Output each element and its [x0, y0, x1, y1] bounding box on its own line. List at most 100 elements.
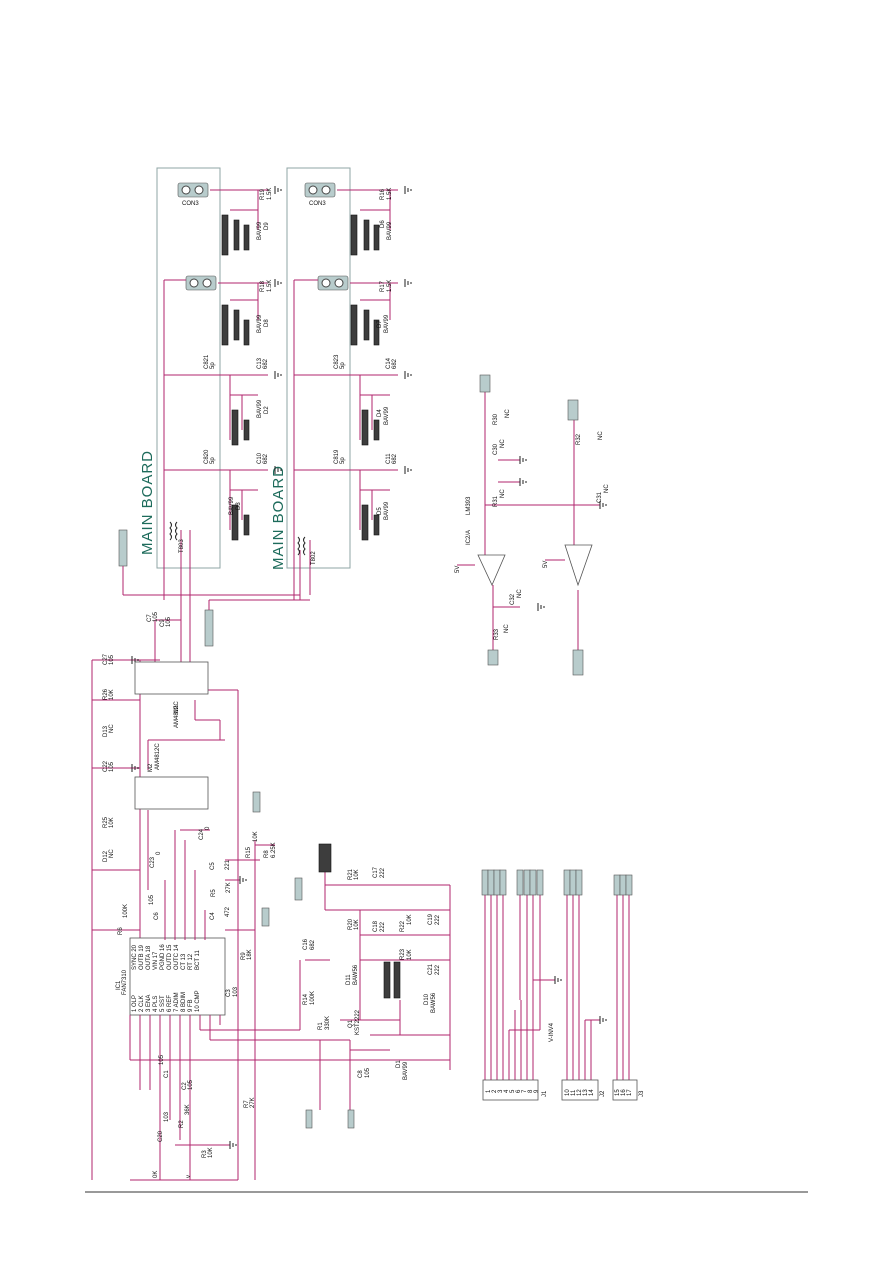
svg-text:16: 16 — [621, 1089, 627, 1096]
c1-part-4 — [221, 304, 229, 346]
connector-tags — [481, 869, 633, 896]
svg-text:R21: R21 — [348, 868, 354, 880]
svg-text:C823: C823 — [334, 354, 340, 369]
svg-text:BAV99: BAV99 — [384, 406, 390, 425]
svg-text:Q1: Q1 — [348, 1019, 354, 1028]
svg-text:27K: 27K — [250, 1097, 256, 1108]
svg-text:1.5K: 1.5K — [267, 188, 273, 200]
svg-text:C3: C3 — [226, 989, 232, 997]
svg-text:C23: C23 — [150, 856, 156, 868]
svg-text:5p: 5p — [340, 362, 346, 369]
lamp-tag-1 — [118, 529, 128, 567]
svg-text:18K: 18K — [247, 949, 253, 960]
svg-text:V-INV4: V-INV4 — [549, 1022, 555, 1042]
svg-text:0: 0 — [156, 851, 162, 855]
svg-text:NC: NC — [517, 589, 523, 598]
svg-text:15: 15 — [615, 1089, 621, 1096]
tag-out — [572, 649, 584, 676]
svg-text:1: 1 — [486, 1089, 492, 1093]
svg-text:T802: T802 — [311, 551, 317, 565]
controller-fan7310 — [129, 937, 226, 1016]
svg-text:C2: C2 — [182, 1082, 188, 1090]
svg-text:222: 222 — [380, 921, 386, 932]
main-board-frame-1 — [156, 167, 221, 569]
svg-text:D6: D6 — [380, 220, 386, 228]
svg-text:D7: D7 — [377, 320, 383, 328]
tag-r15 — [252, 791, 261, 813]
svg-text:6: 6 — [516, 1089, 522, 1093]
svg-text:R32: R32 — [576, 433, 582, 445]
svg-text:682: 682 — [263, 453, 269, 464]
bridge-labels: C27 105 C7 105 C9 105 R26 10K D13 NC M1 … — [103, 611, 211, 868]
svg-text:BCT 11: BCT 11 — [195, 950, 201, 970]
svg-text:100K: 100K — [123, 904, 129, 918]
connector-wiring — [484, 895, 630, 1080]
c2-part-6 — [373, 319, 380, 346]
connector-j1 — [482, 1079, 539, 1101]
svg-text:105: 105 — [109, 654, 115, 665]
svg-text:R14: R14 — [303, 993, 309, 1005]
transformer-t803 — [169, 521, 178, 541]
controller-part-2 — [383, 961, 391, 999]
svg-text:R8: R8 — [264, 850, 270, 858]
svg-text:R26: R26 — [103, 688, 109, 700]
svg-text:12: 12 — [577, 1089, 583, 1096]
svg-text:J3: J3 — [639, 1090, 645, 1097]
svg-text:BAV99: BAV99 — [384, 501, 390, 520]
c2-part-10 — [373, 514, 380, 536]
svg-text:C30: C30 — [493, 443, 499, 455]
svg-text:R31: R31 — [493, 495, 499, 507]
svg-text:R30: R30 — [493, 413, 499, 425]
svg-text:R20: R20 — [348, 918, 354, 930]
svg-text:C11: C11 — [386, 453, 392, 464]
con3-label-1: CON3 — [182, 201, 199, 207]
svg-text:682: 682 — [310, 939, 316, 950]
svg-text:R22: R22 — [400, 920, 406, 932]
main-board-title-2: MAIN BOARD — [270, 465, 287, 570]
svg-text:8 BDIM: 8 BDIM — [181, 992, 187, 1012]
edge-label-v: v — [186, 1175, 192, 1178]
svg-text:10K: 10K — [354, 869, 360, 880]
svg-text:5p: 5p — [210, 362, 216, 369]
c2-part-4 — [350, 304, 358, 346]
svg-text:472: 472 — [225, 906, 231, 917]
svg-text:R18: R18 — [260, 280, 266, 292]
svg-text:10K: 10K — [208, 1147, 214, 1158]
svg-text:C820: C820 — [204, 449, 210, 464]
svg-text:103: 103 — [233, 986, 239, 997]
svg-text:R17: R17 — [380, 280, 386, 292]
svg-text:R19: R19 — [260, 188, 266, 200]
svg-text:C6: C6 — [154, 912, 160, 920]
svg-text:NC: NC — [504, 624, 510, 633]
transformer-t802 — [297, 536, 306, 556]
svg-text:C9: C9 — [160, 619, 166, 627]
edge-label-0k: 0K — [153, 1171, 159, 1178]
c2-part-2 — [363, 219, 370, 251]
svg-text:C821: C821 — [204, 354, 210, 369]
svg-text:105: 105 — [109, 761, 115, 772]
c1-part-9 — [231, 504, 239, 541]
tag-c8 — [347, 1109, 355, 1129]
svg-text:11: 11 — [571, 1089, 577, 1096]
svg-text:R9: R9 — [241, 952, 247, 960]
svg-text:BAV99: BAV99 — [229, 496, 235, 515]
svg-text:BAV99: BAV99 — [257, 314, 263, 333]
svg-text:10 CMP: 10 CMP — [195, 990, 201, 1012]
svg-text:10K: 10K — [253, 831, 259, 842]
svg-text:3 ENA: 3 ENA — [146, 995, 152, 1012]
svg-text:NC: NC — [500, 489, 506, 498]
svg-text:C17: C17 — [373, 866, 379, 878]
svg-text:105: 105 — [153, 611, 159, 622]
c1-part-3 — [243, 224, 250, 251]
svg-text:1.5K: 1.5K — [387, 280, 393, 292]
mosfet-m1 — [134, 661, 209, 695]
tag-ic-12 — [261, 907, 270, 927]
svg-text:222: 222 — [380, 867, 386, 878]
svg-text:D1: D1 — [396, 1060, 402, 1068]
svg-text:OUTD 15: OUTD 15 — [167, 944, 173, 970]
svg-text:FAN7310: FAN7310 — [122, 969, 128, 995]
svg-text:BAV99: BAV99 — [387, 221, 393, 240]
main-board-title-1: MAIN BOARD — [139, 450, 156, 555]
svg-text:D10: D10 — [424, 993, 430, 1005]
